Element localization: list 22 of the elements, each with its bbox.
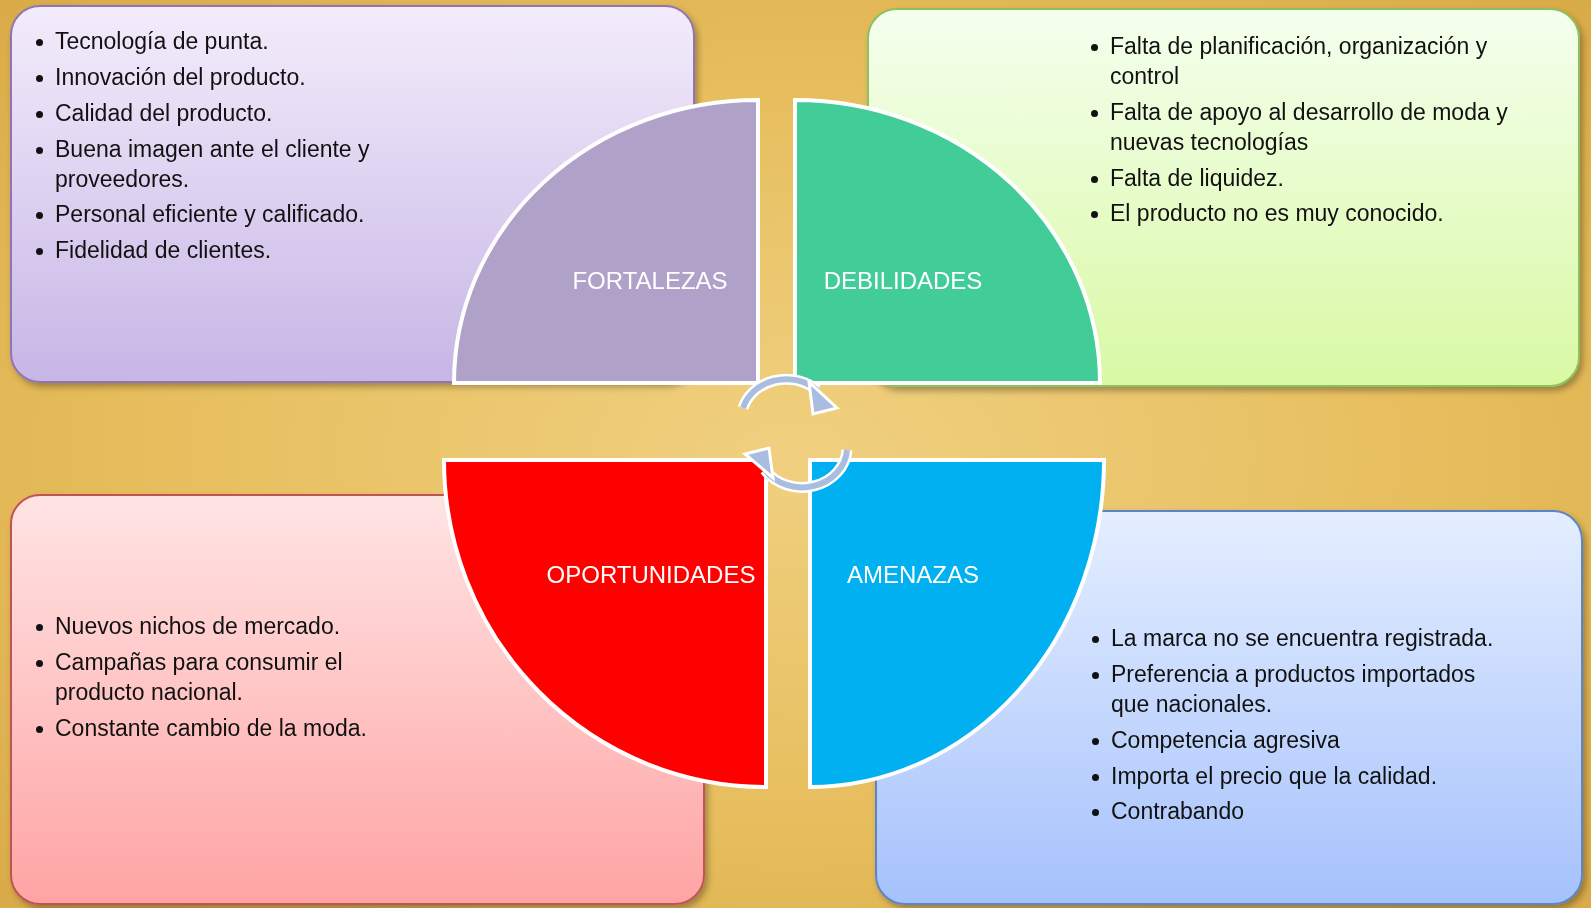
- bullet-item: Falta de planificación, organización y control: [1110, 32, 1489, 91]
- bullet-item: Contrabando: [1111, 797, 1244, 827]
- bullet-item: Competencia agresiva: [1111, 725, 1340, 755]
- bullet-item: Innovación del producto.: [55, 62, 306, 92]
- bullet-item: Buena imagen ante el cliente y proveedores.: [55, 134, 371, 194]
- bullet-item: La marca no se encuentra registrada.: [1111, 624, 1494, 653]
- bullet-item: Campañas para consumir el producto nacional.: [55, 647, 344, 707]
- bullet-item: Nuevos nichos de mercado.: [55, 612, 341, 641]
- bullet-item: Calidad del producto.: [55, 98, 273, 128]
- bullet-item: Fidelidad de clientes.: [55, 236, 272, 266]
- quadrant-label: DEBILIDADES: [823, 267, 983, 295]
- quadrant-label: OPORTUNIDADES: [546, 561, 756, 589]
- bullet-item: Preferencia a productos importados que nacionales.: [1111, 659, 1477, 719]
- bullet-item: Falta de liquidez.: [1110, 163, 1284, 193]
- quadrant-label: AMENAZAS: [847, 561, 979, 589]
- bullet-item: Constante cambio de la moda.: [55, 713, 367, 743]
- bullet-item: Tecnología de punta.: [55, 27, 269, 56]
- quadrant-label: FORTALEZAS: [572, 267, 728, 295]
- bullet-item: Importa el precio que la calidad.: [1111, 761, 1438, 791]
- bullet-item: Personal eficiente y calificado.: [55, 200, 365, 230]
- bullet-item: El producto no es muy conocido.: [1110, 199, 1444, 229]
- bullet-item: Falta de apoyo al desarrollo de moda y nuevas tecnologías: [1110, 97, 1509, 157]
